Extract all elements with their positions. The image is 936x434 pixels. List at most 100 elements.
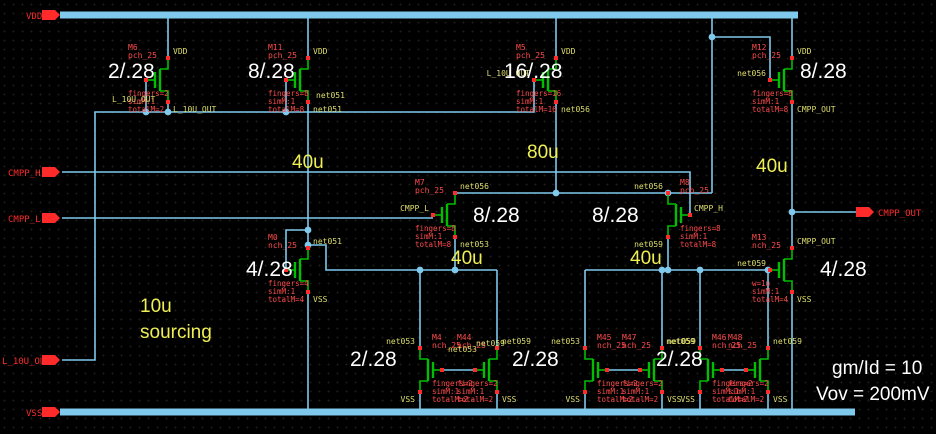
instance-prop-label: simM:1 [680,232,707,241]
pin-CMPP_L[interactable]: CMPP_L [8,213,60,225]
pin-VDD[interactable]: VDD [26,10,60,22]
instance-model-label: nch_25 [622,341,651,350]
annotation-text[interactable]: 40u [292,152,324,173]
mos-source-lead [300,90,309,102]
instance-prop-label: simM:1 [516,97,543,106]
instance-model-label: pch_25 [680,186,709,195]
mos-terminal [666,191,670,195]
mos-terminal [554,56,558,60]
instance-name-label: M47 [622,333,637,342]
pin-shape [856,207,874,217]
annotation-text[interactable]: sourcing [140,322,212,343]
mos-terminal [660,346,664,350]
pin-CMPP_H[interactable]: CMPP_H [8,167,60,179]
annotation-text[interactable]: 4/.28 [246,258,293,281]
wire-junction-dot [552,189,560,197]
wire-junction-dot [658,408,666,416]
pin-VSS[interactable]: VSS [26,407,60,419]
annotation-text[interactable]: 40u [451,248,483,269]
instance-model-label: nch_25 [752,241,781,250]
instance-prop-label: totalM=2 [432,395,468,404]
instance-prop-label: fingers=8 [268,89,309,98]
annotation-text[interactable]: 8/.28 [248,60,295,83]
instance-model-label: nch_25 [457,341,486,350]
annotation-text[interactable]: 2/.28 [108,60,155,83]
mos-source-lead [667,225,676,237]
wire[interactable] [62,80,535,361]
annotation-text[interactable]: 4/.28 [820,258,867,281]
net-label: net059 [634,240,663,249]
mos-terminal [440,368,444,372]
mos-drain-lead [584,348,593,360]
annotation-text[interactable]: 2/.28 [512,348,559,371]
net-label: VSS [401,395,416,404]
pin-CMPP_OUT[interactable]: CMPP_OUT [856,207,922,219]
instance-prop-label: w=1u [752,279,770,288]
annotation-text[interactable]: 10u [140,296,172,317]
annotation-text[interactable]: Vov = 200mV [816,384,930,405]
instance-prop-label: fingers=8 [680,224,721,233]
net-label: net059 [666,337,695,346]
instance-prop-label: totalM=2 [457,395,493,404]
annotation-text[interactable]: 40u [756,156,788,177]
mos-terminal [166,56,170,60]
mos-source-lead [489,380,498,392]
instance-model-label: pch_25 [752,51,781,60]
transistor-M46[interactable]: M46nch_25net059VSSfingers=2simM:1totalM=… [666,333,753,404]
instance-model-label: nch_25 [268,241,297,250]
mos-terminal [583,390,587,394]
wire[interactable] [712,36,771,80]
mos-terminal [554,100,558,104]
pin-label: VDD [26,12,42,22]
annotation-text[interactable]: 2/.28 [350,348,397,371]
pin-L_10U_OUT[interactable]: L_10U_OUT [2,355,60,367]
mos-terminal [766,346,770,350]
annotation-text[interactable]: 2/.28 [656,348,703,371]
instance-prop-label: fingers=8 [752,89,793,98]
annotation-text[interactable]: 16/.28 [504,60,562,83]
mos-terminal [284,78,288,82]
net-label: VSS [773,395,788,404]
annotation-text[interactable]: 8/.28 [592,204,639,227]
instance-prop-label: totalM=4 [268,295,305,304]
pin-label: CMPP_L [8,215,41,225]
transistor-M45[interactable]: M45nch_25net053VSSfingers=2simM:1totalM=… [551,333,638,404]
net-label: net059 [667,337,696,346]
instance-name-label: M4 [432,333,442,342]
net-label: net056 [737,69,766,78]
instance-model-label: pch_25 [516,51,545,60]
instance-model-label: pch_25 [268,51,297,60]
mos-source-lead [584,380,593,392]
instance-prop-label: fingers=2 [457,379,498,388]
annotation-text[interactable]: 8/.28 [800,60,847,83]
wire[interactable] [308,244,497,271]
instance-prop-label: simM:1 [457,387,484,396]
transistor-M8[interactable]: M8pch_25net056net059CMPP_Hfingers=8simM:… [634,178,723,249]
mos-terminal [660,390,664,394]
instance-prop-label: fingers=2 [712,379,753,388]
wire[interactable] [62,171,691,215]
mos-drain-lead [667,193,676,205]
annotation-text[interactable]: 8/.28 [473,204,520,227]
net-label: CMPP_OUT [797,105,836,114]
annotation-text[interactable]: 40u [630,248,662,269]
wire[interactable] [285,229,308,270]
wire-junction-dot [708,11,716,19]
mos-terminal [418,390,422,394]
annotation-text[interactable]: 80u [527,142,559,163]
net-label: net056 [634,182,663,191]
net-label: VDD [797,47,812,56]
annotation-text[interactable]: gm/Id = 10 [832,358,922,379]
